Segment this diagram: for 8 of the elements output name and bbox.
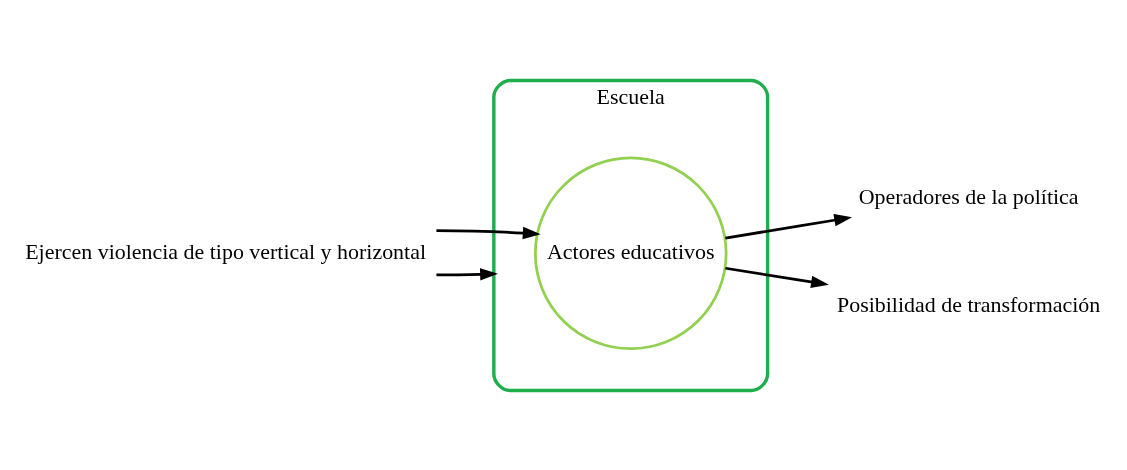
- node-text: Posibilidad de transformación: [837, 291, 1101, 317]
- arrow: [436, 267, 498, 281]
- node-circle: Actores educativos: [533, 156, 728, 350]
- node-text: Ejercen violencia de tipo vertical y horizontal: [25, 238, 427, 264]
- arrow: [725, 266, 829, 288]
- node-text: Operadores de la política: [858, 183, 1079, 209]
- arrow: [436, 226, 541, 239]
- arrow: [725, 213, 853, 239]
